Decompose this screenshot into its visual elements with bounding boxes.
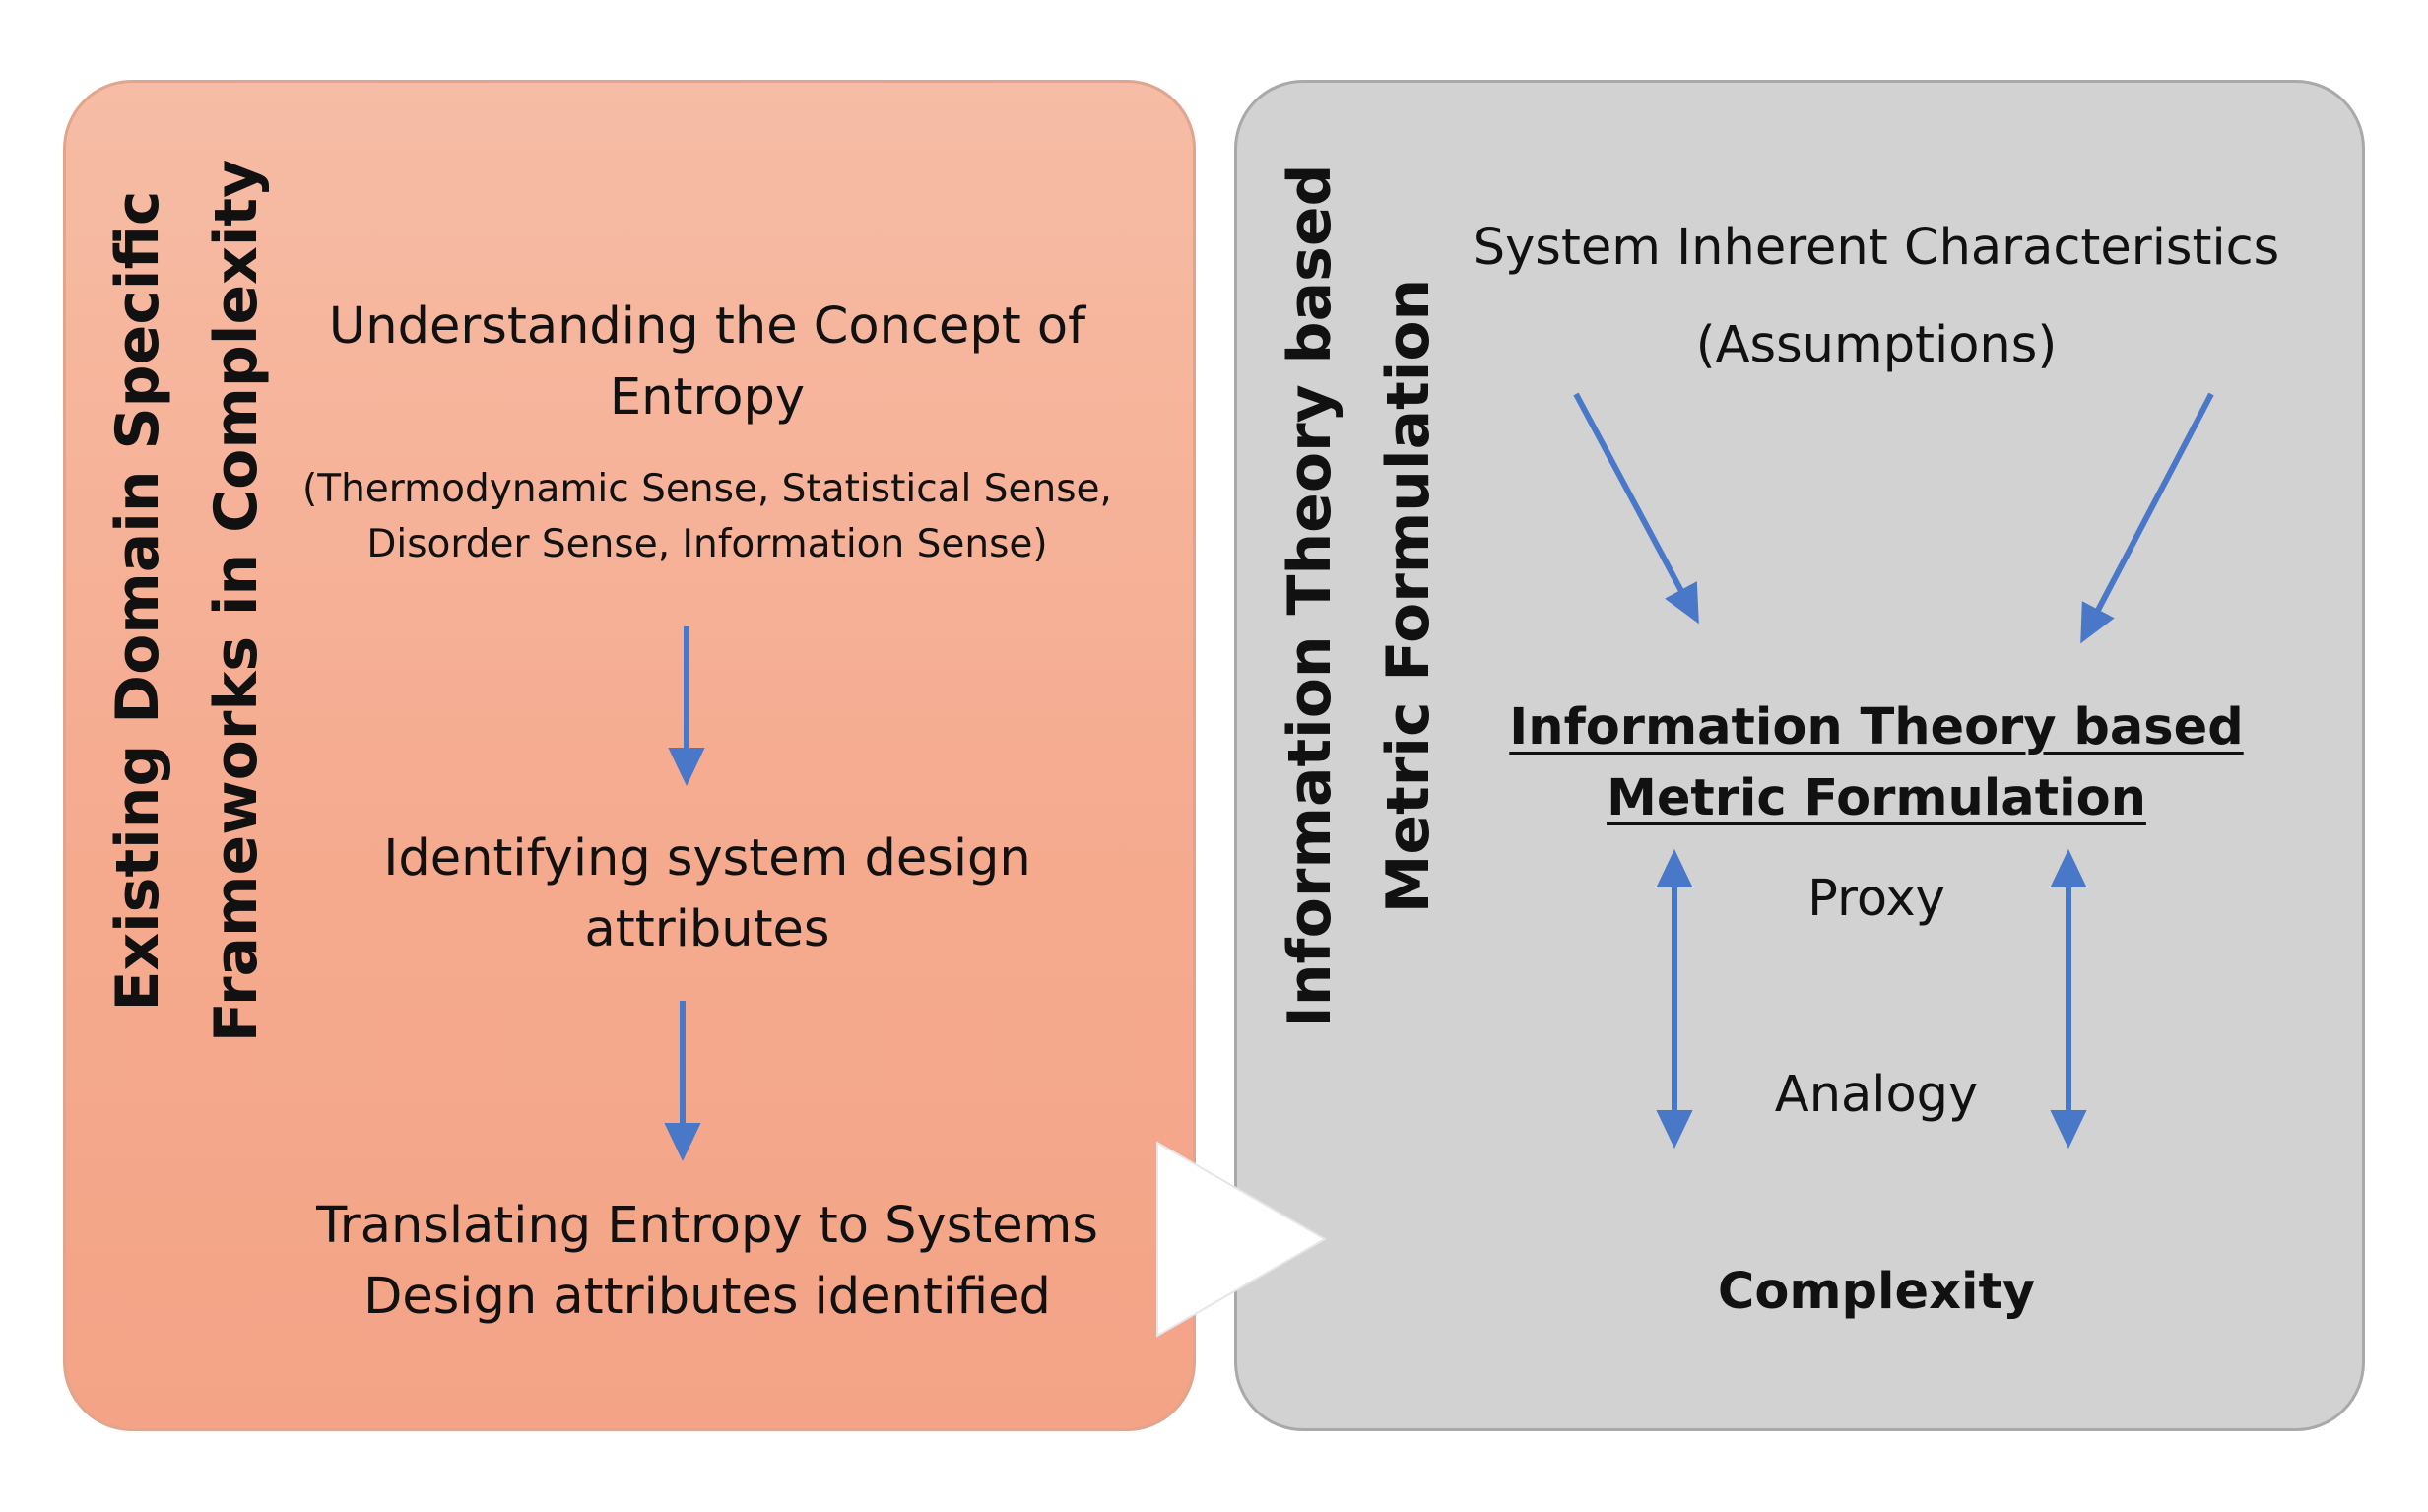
step-translating-line1: Translating Entropy to Systems [316, 1197, 1098, 1255]
entropy-senses: (Thermodynamic Sense, Statistical Sense,… [302, 462, 1112, 572]
system-inherent-characteristics: System Inherent Characteristics (Assumpt… [1474, 199, 2280, 394]
proxy-label: Proxy [1807, 870, 1945, 928]
left-vertical-title-line2: Frameworks in Complexity [202, 159, 271, 1043]
metric-heading-line1: Information Theory based [1509, 698, 2244, 756]
step-identifying-attributes: Identifying system design attributes [383, 823, 1030, 965]
step-translating-line2: Design attributes identified [363, 1268, 1051, 1326]
step-identifying-line2: attributes [584, 900, 830, 958]
analogy-label: Analogy [1774, 1066, 1979, 1124]
step-understanding-entropy: Understanding the Concept of Entropy [329, 292, 1085, 433]
step-understanding-line2: Entropy [609, 368, 806, 427]
inherent-line1: System Inherent Characteristics [1473, 219, 2280, 277]
left-vertical-title: Existing Domain Specific Frameworks in C… [89, 160, 286, 1042]
entropy-senses-line2: Disorder Sense, Information Sense) [366, 522, 1048, 566]
complexity-label: Complexity [1717, 1263, 2036, 1321]
metric-formulation-heading: Information Theory based Metric Formulat… [1509, 692, 2243, 834]
metric-heading-line2: Metric Formulation [1607, 769, 2146, 827]
right-vertical-title-line2: Metric Formulation [1374, 278, 1443, 914]
step-understanding-line1: Understanding the Concept of [328, 297, 1086, 356]
right-panel [1234, 80, 2365, 1431]
step-identifying-line1: Identifying system design [383, 829, 1031, 887]
step-translating-entropy: Translating Entropy to Systems Design at… [316, 1191, 1098, 1333]
entropy-senses-line1: (Thermodynamic Sense, Statistical Sense, [302, 467, 1112, 511]
left-panel [63, 80, 1196, 1431]
right-vertical-title-line1: Information Theory based [1276, 164, 1345, 1028]
inherent-line2: (Assumptions) [1695, 316, 2058, 374]
right-vertical-title: Information Theory based Metric Formulat… [1261, 164, 1458, 1028]
left-vertical-title-line1: Existing Domain Specific [103, 190, 172, 1012]
